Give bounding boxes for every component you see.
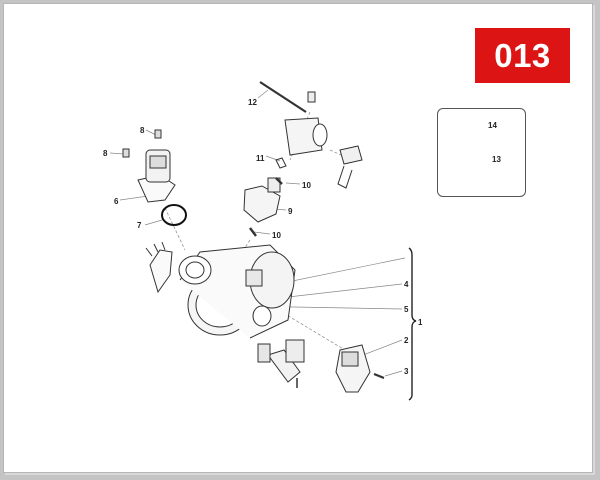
callout-6: 6 — [114, 197, 119, 206]
idle-valve-assembly — [122, 129, 187, 226]
callout-5: 5 — [404, 305, 409, 314]
callout-8: 8 — [140, 126, 145, 135]
callout-2: 2 — [404, 336, 409, 345]
callout-3: 3 — [404, 367, 409, 376]
callout-11: 11 — [256, 154, 265, 163]
callout-4: 4 — [404, 280, 409, 289]
group-bracket — [408, 247, 417, 401]
throttle-body — [145, 241, 296, 339]
callout-10: 10 — [302, 181, 311, 190]
callout-9: 9 — [288, 207, 293, 216]
injector-assembly — [243, 157, 287, 237]
callout-7: 7 — [137, 221, 142, 230]
fuel-rail-assembly — [259, 81, 363, 189]
callout-13: 13 — [492, 155, 501, 164]
callout-1: 1 — [418, 318, 423, 327]
sensor-assembly — [257, 339, 385, 393]
page-number-badge: 013 — [475, 28, 570, 83]
callout-12: 12 — [248, 98, 257, 107]
callout-10: 10 — [272, 231, 281, 240]
inset-detail-box — [437, 108, 526, 197]
callout-14: 14 — [488, 121, 497, 130]
callout-8: 8 — [103, 149, 108, 158]
